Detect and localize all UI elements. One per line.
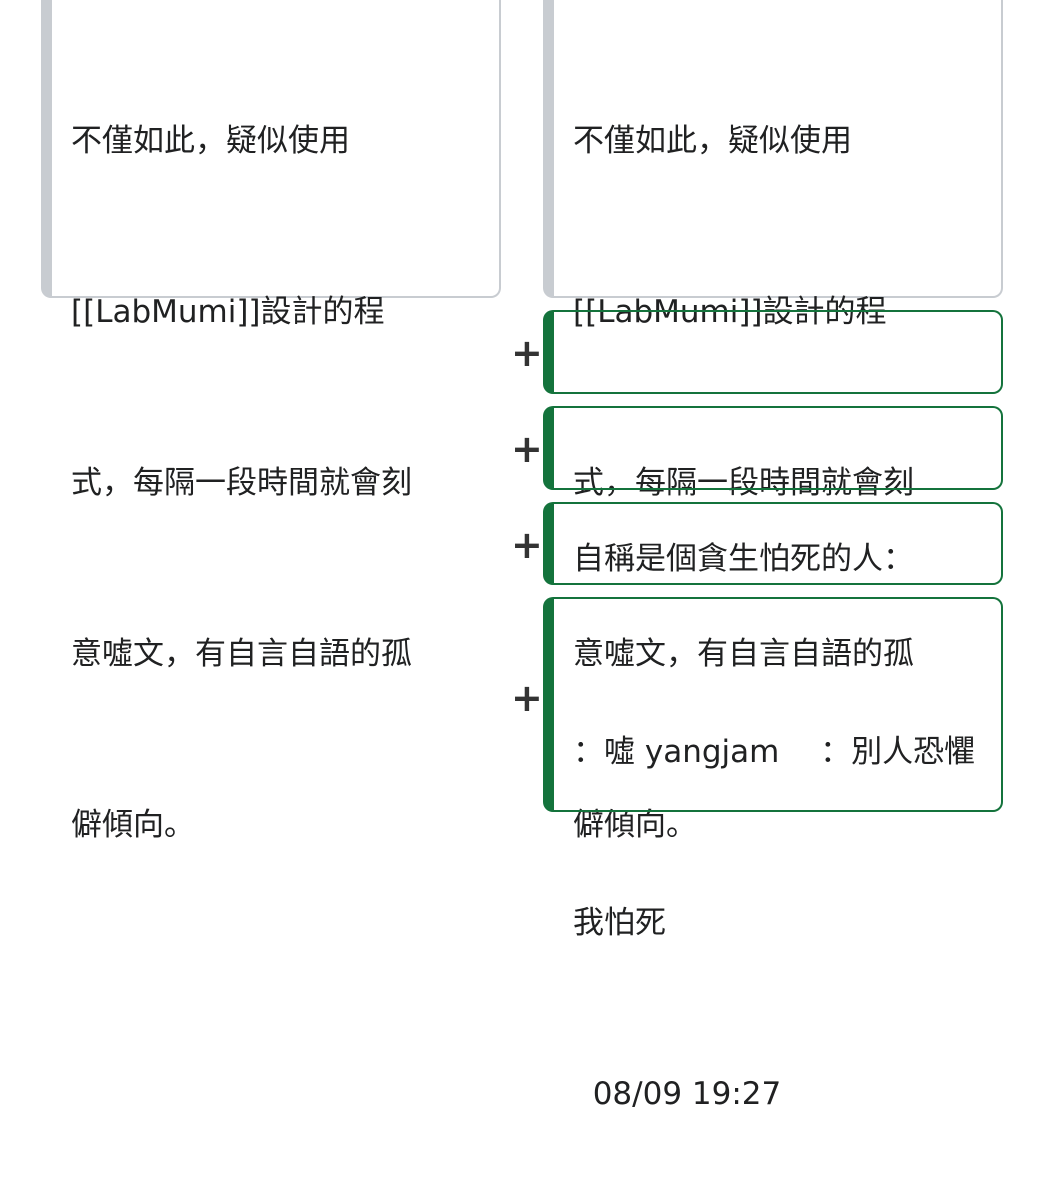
- text-line: 08/09 19:27: [573, 1076, 782, 1112]
- text-line: 意噓文，有自言自語的孤: [573, 636, 914, 672]
- plus-icon: +: [511, 331, 543, 375]
- text-line: 式，每隔一段時間就會刻: [573, 465, 914, 501]
- diff-added-line: 自稱是個貪生怕死的人：: [543, 406, 1003, 577]
- diff-left-context: 不僅如此，疑似使用 [[LabMumi]]設計的程 式，每隔一段時間就會刻 意噓…: [41, 0, 501, 843]
- text-line: 不僅如此，疑似使用: [573, 123, 852, 159]
- diff-added-line: [543, 310, 1003, 394]
- plus-icon: +: [511, 523, 543, 567]
- plus-icon: +: [511, 676, 543, 720]
- diff-added-line: [543, 502, 1003, 585]
- text-line: ：噓 yangjam ：別人恐懼: [573, 734, 976, 770]
- text-line: 不僅如此，疑似使用: [71, 123, 350, 159]
- text-line: 意噓文，有自言自語的孤: [71, 636, 412, 672]
- text-line: 我怕死: [573, 905, 666, 941]
- diff-right-context: 不僅如此，疑似使用 [[LabMumi]]設計的程 式，每隔一段時間就會刻 意噓…: [543, 0, 1003, 843]
- text-line: 式，每隔一段時間就會刻: [71, 465, 412, 501]
- text-line: [[LabMumi]]設計的程: [573, 294, 887, 330]
- text-line: [[LabMumi]]設計的程: [71, 294, 385, 330]
- diff-added-line: ：噓 yangjam ：別人恐懼 我怕死 08/09 19:27: [543, 597, 1003, 1112]
- text-line: 自稱是個貪生怕死的人：: [573, 541, 914, 577]
- text-line: 僻傾向。: [71, 807, 195, 843]
- plus-icon: +: [511, 427, 543, 471]
